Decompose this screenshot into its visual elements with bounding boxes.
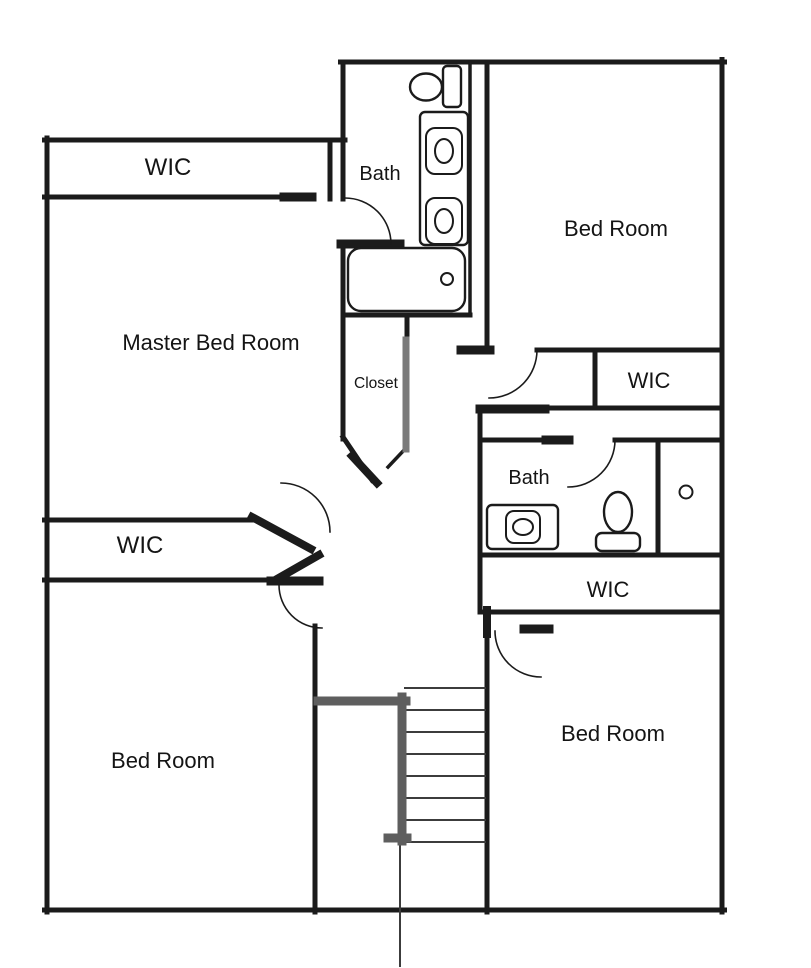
shower-drain-icon	[678, 484, 694, 500]
stair-railing	[313, 692, 412, 846]
double-vanity-fixture	[418, 110, 470, 247]
right-bath-fixtures	[485, 484, 694, 553]
door-arc-top-bath	[344, 197, 392, 245]
wall-wic2-diagonal-bottom	[271, 549, 325, 585]
staircase	[313, 687, 486, 967]
door-arcs	[278, 197, 616, 678]
room-label-wic-mid-left: WIC	[117, 532, 164, 559]
room-label-wic-top-left: WIC	[145, 154, 192, 181]
room-label-bedroom-bottom-right: Bed Room	[561, 721, 665, 746]
walls	[42, 57, 727, 915]
toilet-fixture	[408, 64, 463, 109]
door-arc-master-bedroom	[280, 482, 331, 533]
room-label-wic-lower-right: WIC	[587, 577, 630, 602]
room-labels: WIC Bath Bed Room Master Bed Room Closet…	[111, 154, 670, 773]
room-label-wic-mid-right: WIC	[628, 368, 671, 393]
room-label-closet: Closet	[354, 375, 399, 392]
door-arc-right-bath	[567, 439, 616, 488]
room-label-master-bedroom: Master Bed Room	[122, 330, 299, 355]
room-label-bath-top: Bath	[359, 163, 400, 185]
room-label-bedroom-bottom-left: Bed Room	[111, 748, 215, 773]
wall-wic2-diagonal-top	[246, 511, 317, 555]
door-arc-bedroom-bottom-right	[494, 630, 542, 678]
room-label-bedroom-top-right: Bed Room	[564, 216, 668, 241]
room-label-bath-mid-right: Bath	[508, 467, 549, 489]
toilet-fixture	[594, 490, 642, 553]
top-bath-fixtures	[346, 64, 470, 313]
vanity-sink-fixture	[485, 503, 560, 551]
door-arc-bedroom-bottom-left	[278, 584, 323, 629]
wall-closet-diagonal-thick	[346, 450, 383, 489]
door-arc-bedroom-top-right	[488, 349, 538, 399]
bathtub-fixture	[346, 246, 467, 313]
